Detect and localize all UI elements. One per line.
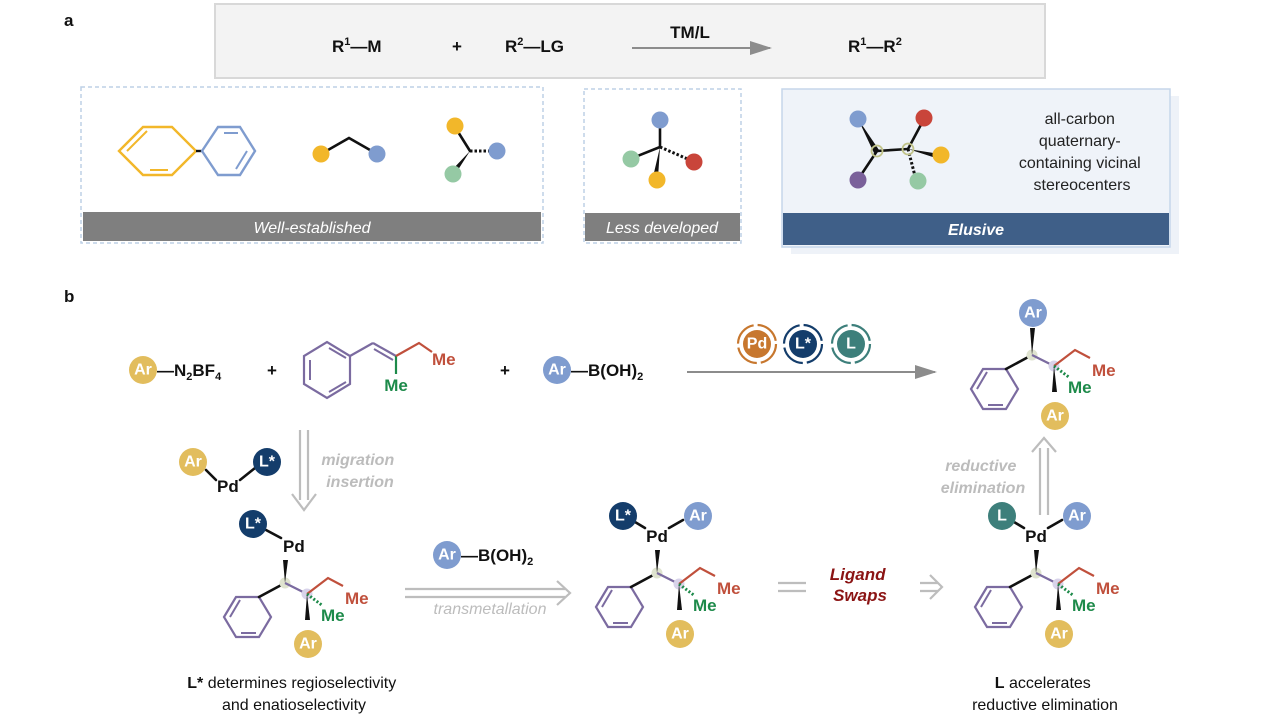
pd-label: Pd	[1025, 527, 1047, 546]
well-established-box: Well-established	[80, 86, 544, 244]
ar-label: Ar	[548, 362, 566, 379]
intermediate-2: Pd L* Ar Ar Me Me	[594, 502, 741, 648]
reactant-r1-m: R1—M	[332, 36, 382, 56]
me-red-label: Me	[432, 350, 456, 369]
ar-blue-circle	[543, 356, 571, 384]
plus-sign-2: +	[500, 361, 510, 380]
svg-text:L: L	[846, 336, 856, 353]
general-scheme-box: R1—M + R2—LG TM/L R1—R2	[214, 3, 1046, 79]
pd-catalyst-icon: Pd	[736, 323, 778, 365]
svg-text:L*: L*	[795, 336, 812, 353]
arylboronic-acid-reagent: Ar —B(OH)2	[543, 356, 643, 384]
ar-pd-lstar-complex: Ar Pd L*	[179, 448, 281, 496]
lstar-label: L*	[259, 454, 276, 471]
me-red-label: Me	[717, 579, 741, 598]
ar-label: Ar	[184, 454, 202, 471]
intermediate-3: Pd L Ar Ar Me Me	[973, 502, 1120, 648]
lstar-label: L*	[615, 508, 632, 525]
ligand-swaps-label: Ligand Swaps	[830, 565, 890, 605]
migration-insertion-arrow	[291, 430, 317, 512]
elusive-caption: all-carbon quaternary- containing vicina…	[1019, 111, 1145, 194]
ar-top-label: Ar	[1024, 305, 1042, 322]
reductive-elimination-label: reductive elimination	[941, 458, 1026, 497]
migration-insertion-label: migration insertion	[321, 452, 398, 491]
transmetallation-label: transmetallation	[434, 601, 547, 618]
product-r1-r2: R1—R2	[848, 36, 902, 56]
me-green-label: Me	[1072, 596, 1096, 615]
sp3-sp3-bond-icon	[312, 136, 386, 163]
chiral-ligand-icon: L*	[782, 323, 824, 365]
reductive-elimination-arrow	[1031, 436, 1057, 515]
svg-text:Pd: Pd	[747, 336, 767, 353]
me-red-label: Me	[1092, 361, 1116, 380]
elusive-label: Elusive	[948, 222, 1004, 239]
note-right: L accelerates reductive elimination	[972, 675, 1118, 714]
transmetallation-arrow	[405, 580, 572, 606]
ar-label: Ar	[438, 547, 456, 564]
ar-bottom-label: Ar	[1046, 408, 1064, 425]
transmetallation-reagent: Ar —B(OH)2	[433, 541, 533, 569]
arrow-label-tm-l: TM/L	[670, 23, 710, 42]
me-green-label: Me	[1068, 378, 1092, 397]
less-developed-label: Less developed	[606, 220, 719, 237]
tertiary-center-icon	[444, 117, 506, 183]
plus-sign: +	[452, 37, 462, 56]
well-established-bar	[83, 212, 541, 241]
reactant-r2-lg: R2—LG	[505, 36, 564, 56]
intermediate-1: Pd L* Ar Me Me	[222, 510, 369, 658]
ar-yellow-circle	[129, 356, 157, 384]
quaternary-center-icon	[622, 111, 703, 189]
biphenyl-icon	[117, 125, 257, 177]
vicinal-stereocenters-icon	[849, 109, 950, 190]
aryldiazonium-reagent: Ar —N2BF4	[129, 356, 222, 384]
n2bf4-label: —N2BF4	[157, 361, 222, 383]
ar-top-label: Ar	[689, 508, 707, 525]
less-developed-bar	[585, 213, 740, 241]
catalyst-icons: Pd L* L	[736, 323, 872, 365]
elusive-box: all-carbon quaternary- containing vicina…	[781, 88, 1179, 254]
plus-sign-1: +	[267, 361, 277, 380]
boh2-label: —B(OH)2	[571, 361, 643, 383]
me-green-label: Me	[384, 376, 408, 395]
ligand-swap-equilibrium	[778, 574, 944, 600]
me-green-label: Me	[693, 596, 717, 615]
boh2-label: —B(OH)2	[461, 546, 533, 568]
achiral-ligand-icon: L	[830, 323, 872, 365]
me-red-label: Me	[1096, 579, 1120, 598]
ar-label: Ar	[134, 362, 152, 379]
pd-label: Pd	[646, 527, 668, 546]
well-established-label: Well-established	[253, 220, 371, 237]
panel-label-a: a	[64, 11, 74, 30]
me-green-label: Me	[321, 606, 345, 625]
ar-label: Ar	[1050, 626, 1068, 643]
elusive-bar	[783, 213, 1169, 245]
panel-label-b: b	[64, 287, 74, 306]
ar-label: Ar	[671, 626, 689, 643]
l-label: L	[997, 508, 1007, 525]
me-red-label: Me	[345, 589, 369, 608]
lstar-label: L*	[245, 516, 262, 533]
product-structure: Ar Ar Me Me	[969, 299, 1116, 430]
ar-top-label: Ar	[1068, 508, 1086, 525]
ar-label: Ar	[299, 636, 317, 653]
trisubstituted-alkene: Me Me	[302, 340, 456, 400]
less-developed-box: Less developed	[583, 88, 742, 244]
pd-label: Pd	[283, 537, 305, 556]
note-left: L* determines regioselectivity and enati…	[187, 675, 400, 714]
pd-label: Pd	[217, 477, 239, 496]
